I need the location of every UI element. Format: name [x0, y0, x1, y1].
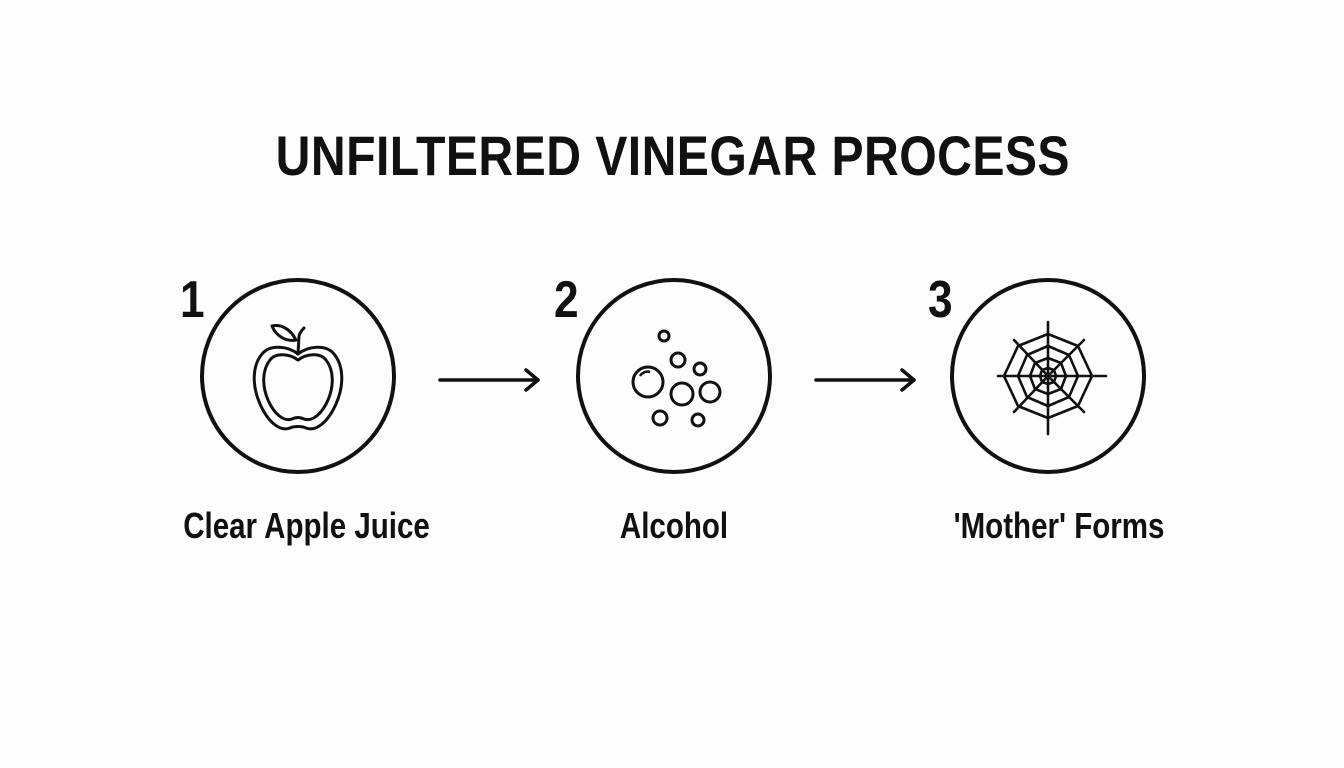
step-circle: [576, 278, 772, 474]
page-title: UNFILTERED VINEGAR PROCESS: [275, 124, 1070, 187]
arrow-right-icon: [814, 368, 916, 392]
step-label: Alcohol: [619, 505, 729, 546]
step-3: 3 'Mother' Forms: [928, 270, 1168, 570]
step-number: 3: [928, 271, 953, 329]
step-label: Clear Apple Juice: [183, 505, 430, 546]
step-circle: [200, 278, 396, 474]
step-circle: [950, 278, 1146, 474]
step-number: 2: [554, 271, 579, 329]
apple-icon: [252, 324, 344, 431]
bubbles-icon: [631, 329, 722, 428]
step-1: 1 Clear Apple Juice: [180, 270, 430, 570]
step-label: 'Mother' Forms: [953, 505, 1165, 546]
spiderweb-icon: [996, 320, 1108, 436]
arrow-right-icon: [438, 368, 540, 392]
step-2: 2 Alcohol: [554, 270, 794, 570]
step-number: 1: [180, 271, 205, 329]
